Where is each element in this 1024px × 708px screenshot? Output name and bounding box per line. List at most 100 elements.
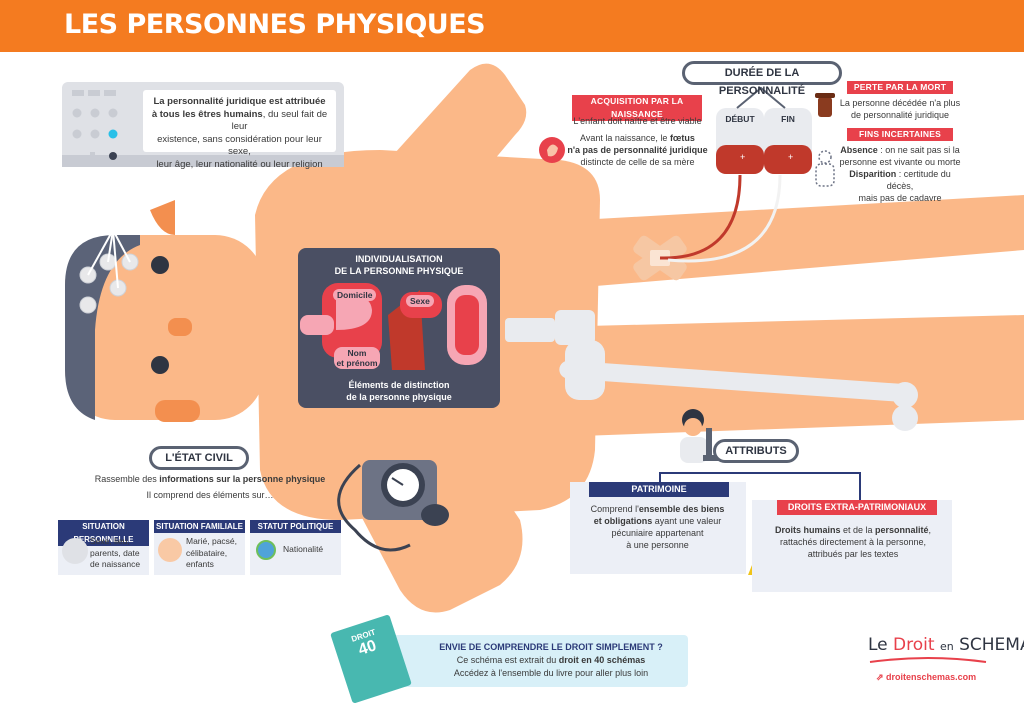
globe-icon <box>256 540 276 560</box>
promo-text: ENVIE DE COMPRENDRE LE DROIT SIMPLEMENT … <box>420 641 682 680</box>
logo-droit: Droit <box>893 635 935 655</box>
card-situation-personnelle: SITUATION PERSONNELLE Sexe, lieu, parent… <box>58 520 149 575</box>
ext-l2: rattachés directement à la personne, <box>779 537 927 547</box>
logo-le: Le <box>868 635 888 655</box>
cp-l3: de naissance <box>90 559 141 569</box>
pat-l2r: ayant une valeur <box>652 516 722 526</box>
brand-logo: Le Droit en SCHEMAS <box>868 635 1024 655</box>
fins-abs-b: Absence <box>840 145 878 155</box>
indiv-footer-2: de la personne physique <box>346 392 452 402</box>
blood-bags: + + <box>716 86 812 174</box>
ext-l1a: Droits humains <box>774 525 841 535</box>
indiv-title-1: INDIVIDUALISATION <box>355 254 443 264</box>
perte-text: La personne décédée n'a plus de personna… <box>838 97 962 121</box>
logo-schemas: SCHEMAS <box>959 635 1024 655</box>
ec-l1b: informations sur la personne physique <box>159 474 326 484</box>
svg-text:+: + <box>740 152 745 162</box>
indiv-footer-1: Éléments de distinction <box>348 380 450 390</box>
fins-abs-r: : on ne sait pas si la <box>877 145 960 155</box>
perte-l1: La personne décédée n'a plus <box>839 98 961 108</box>
nom-line-1: Nom <box>347 348 367 358</box>
pat-l3: pécuniaire appartenant <box>611 528 704 538</box>
etat-civil-line-2: Il comprend des éléments sur… <box>146 490 274 500</box>
patrimoine-box <box>570 482 746 574</box>
eye-top <box>151 256 169 274</box>
monitor-led <box>108 129 118 139</box>
acq-l4: distincte de celle de sa mère <box>580 157 695 167</box>
pat-l1: Comprend l'ensemble des biens <box>575 503 740 515</box>
person-icon <box>62 538 88 564</box>
iv-tubes <box>659 174 782 263</box>
nose <box>168 318 192 336</box>
extra-label: DROITS EXTRA-PATRIMONIAUX <box>777 500 937 515</box>
fin-label: FIN <box>781 114 795 124</box>
acquisition-text: Avant la naissance, le fœtus n'a pas de … <box>565 132 710 168</box>
monitor-screen <box>143 90 336 152</box>
logo-underline <box>869 657 987 663</box>
fins-disparition: Disparition : certitude du décès, <box>836 168 964 192</box>
card-title-politique: STATUT POLITIQUE <box>250 520 341 533</box>
acq-l2: Avant la naissance, le fœtus <box>565 132 710 144</box>
indiv-title-2: DE LA PERSONNE PHYSIQUE <box>334 266 464 276</box>
patrimoine-label: PATRIMOINE <box>589 482 729 497</box>
brand-url-text: droitenschemas.com <box>886 672 977 682</box>
attributs-connectors <box>659 472 861 500</box>
header-bar: LES PERSONNES PHYSIQUES <box>0 0 1024 52</box>
sexe-tag: Sexe <box>406 295 434 307</box>
promo-box[interactable] <box>370 635 688 687</box>
logo-en: en <box>939 640 954 653</box>
urn-icon <box>818 97 832 117</box>
etat-civil-text: Rassemble des informations sur la person… <box>70 473 350 501</box>
card-text-politique: Nationalité <box>283 544 324 554</box>
ext-l1: Droits humains et de la personnalité, <box>757 524 949 536</box>
brand-url[interactable]: ⇗ droitenschemas.com <box>876 672 976 683</box>
debut-label: DÉBUT <box>725 114 755 124</box>
monitor-line-4: leur âge, leur nationalité ou leur relig… <box>156 158 323 170</box>
eye-bottom <box>151 356 169 374</box>
monitor-text: La personnalité juridique est attribuée … <box>146 96 333 171</box>
pat-l2: et obligations ayant une valeur <box>575 515 740 527</box>
monitor-line-2-bold: à tous les êtres humains <box>151 108 263 120</box>
pat-l4: à une personne <box>626 540 689 550</box>
card-title-familiale: SITUATION FAMILIALE <box>154 520 245 533</box>
monitor-base <box>62 155 344 167</box>
card-statut-politique: STATUT POLITIQUE Nationalité <box>250 520 341 575</box>
nom-line-2: et prénom <box>336 358 378 368</box>
promo-l2: Ce schéma est extrait du droit en 40 sch… <box>420 654 682 667</box>
pat-l1b: ensemble des biens <box>638 504 725 514</box>
domicile-tag: Domicile <box>333 289 377 301</box>
fins-absence: Absence : on ne sait pas si la <box>836 144 964 156</box>
acquisition-label: ACQUISITION PAR LA NAISSANCE <box>572 95 702 121</box>
ext-l1b: personnalité <box>875 525 929 535</box>
perte-l2: de personnalité juridique <box>850 110 950 120</box>
ear-top <box>150 200 175 235</box>
monitor-line-2: à tous les êtres humains, du seul fait d… <box>146 109 333 134</box>
ext-l3: attribués par les textes <box>807 549 899 559</box>
fetus-shape <box>547 144 558 157</box>
pat-l1a: Comprend l' <box>590 504 639 514</box>
fins-disp-b: Disparition <box>849 169 897 179</box>
duree-title: DURÉE DE LA PERSONNALITÉ <box>682 61 842 97</box>
perte-label: PERTE PAR LA MORT <box>847 81 953 94</box>
etat-civil-line-1: Rassemble des informations sur la person… <box>70 473 350 485</box>
ext-l1e: , <box>928 525 932 535</box>
ear-bottom <box>155 400 200 422</box>
fins-text: Absence : on ne sait pas si la personne … <box>836 144 964 204</box>
scientist-figure <box>680 409 721 463</box>
pressure-gauge <box>337 460 449 552</box>
ext-l1r: et de la <box>840 525 875 535</box>
acq-l3: n'a pas de personnalité juridique <box>567 145 708 155</box>
etat-civil-title: L'ÉTAT CIVIL <box>149 446 249 470</box>
bones <box>505 310 918 431</box>
extra-box <box>752 500 952 592</box>
acquisition-l1: L'enfant doit naître et être viable <box>573 116 702 126</box>
monitor-line-3: existence, sans considération pour leur … <box>157 133 322 158</box>
missing-person-icon <box>815 150 835 187</box>
card-text-personnelle: Sexe, lieu, parents, date de naissance <box>90 536 140 571</box>
promo-l2b: droit en 40 schémas <box>558 655 646 665</box>
fins-abs-2: personne est vivante ou morte <box>839 157 961 167</box>
monitor-jack <box>109 152 117 160</box>
electrode-wires <box>87 160 131 289</box>
card-situation-familiale: SITUATION FAMILIALE Marié, pacsé, céliba… <box>154 520 245 575</box>
